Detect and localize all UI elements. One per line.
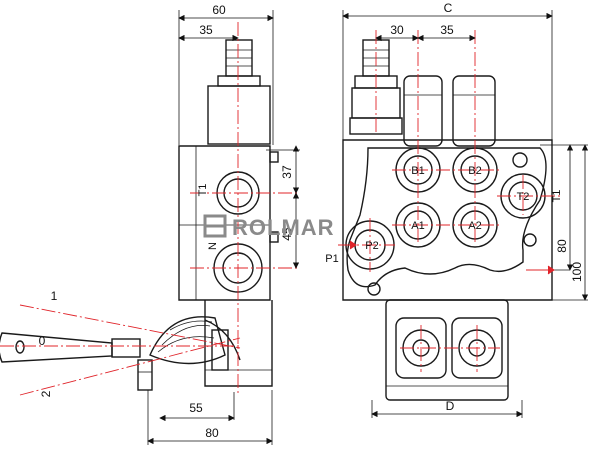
- dim-37: 37: [280, 165, 294, 179]
- front-view-dimensions: [342, 12, 589, 418]
- port-a2: A2: [468, 220, 481, 232]
- port-t2: T2: [517, 191, 530, 203]
- dim-45: 45: [280, 227, 294, 241]
- front-view: [342, 10, 588, 418]
- port-a1: A1: [411, 220, 424, 232]
- dim-d: D: [446, 399, 455, 413]
- lever-position-0: 0: [39, 334, 46, 348]
- port-b2: B2: [468, 165, 481, 177]
- port-p2: P2: [365, 240, 378, 252]
- dim-80-side: 80: [205, 426, 219, 440]
- brand-mark-icon: [203, 214, 227, 238]
- port-b1: B1: [411, 165, 424, 177]
- dim-100: 100: [570, 262, 584, 282]
- port-t1-side: T1: [197, 184, 209, 197]
- port-t1-front: T1: [551, 190, 563, 203]
- lever-position-1: 1: [51, 289, 58, 303]
- dim-60: 60: [212, 3, 226, 17]
- dim-30: 30: [390, 23, 404, 37]
- dim-35-side: 35: [199, 23, 213, 37]
- brand-logo: ROLMAR: [203, 214, 335, 240]
- brand-name: ROLMAR: [232, 215, 335, 240]
- dim-55: 55: [189, 401, 203, 415]
- dim-80-front: 80: [555, 239, 569, 253]
- flow-arrows: [338, 240, 555, 275]
- lever-position-2: 2: [39, 390, 53, 397]
- port-n-side: N: [207, 242, 219, 250]
- side-view-dimensions: [147, 14, 300, 445]
- port-p1: P1: [325, 253, 338, 265]
- side-view-centerlines: [0, 22, 300, 396]
- dim-35-front: 35: [440, 23, 454, 37]
- dim-c: C: [444, 1, 453, 15]
